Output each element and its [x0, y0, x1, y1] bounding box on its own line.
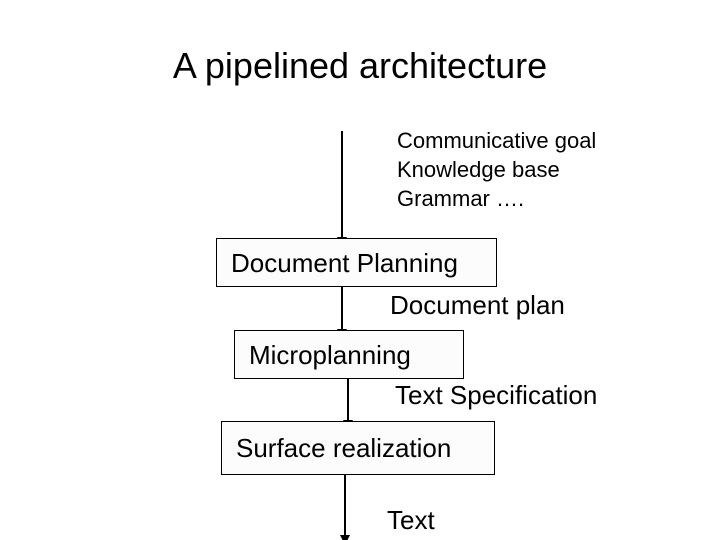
flow-label-text-specification: Text Specification [395, 380, 598, 410]
stage-box-microplanning[interactable]: Microplanning [234, 330, 464, 379]
input-line-knowledge-base: Knowledge base [397, 157, 560, 182]
flow-label-text: Text [387, 505, 435, 535]
page-title: A pipelined architecture [172, 45, 548, 86]
input-line-communicative-goal: Communicative goal [397, 128, 597, 153]
arrow-microplanning-to-surface-realization [343, 379, 353, 430]
arrowhead-icon [340, 535, 350, 540]
stage-box-document-planning[interactable]: Document Planning [216, 238, 497, 287]
flow-label-document-plan: Document plan [390, 290, 565, 320]
stage-box-surface-realization[interactable]: Surface realization [221, 421, 495, 475]
pipeline-inputs-label: Communicative goal Knowledge base Gramma… [397, 126, 596, 213]
stage-label-surface-realization: Surface realization [236, 433, 452, 463]
arrow-surface-realization-to-text [340, 475, 350, 540]
arrow-document-planning-to-microplanning [337, 287, 347, 339]
input-line-grammar: Grammar …. [397, 186, 525, 211]
arrow-inputs-to-document-planning [337, 131, 347, 247]
stage-label-microplanning: Microplanning [249, 339, 411, 370]
stage-label-document-planning: Document Planning [231, 247, 458, 278]
